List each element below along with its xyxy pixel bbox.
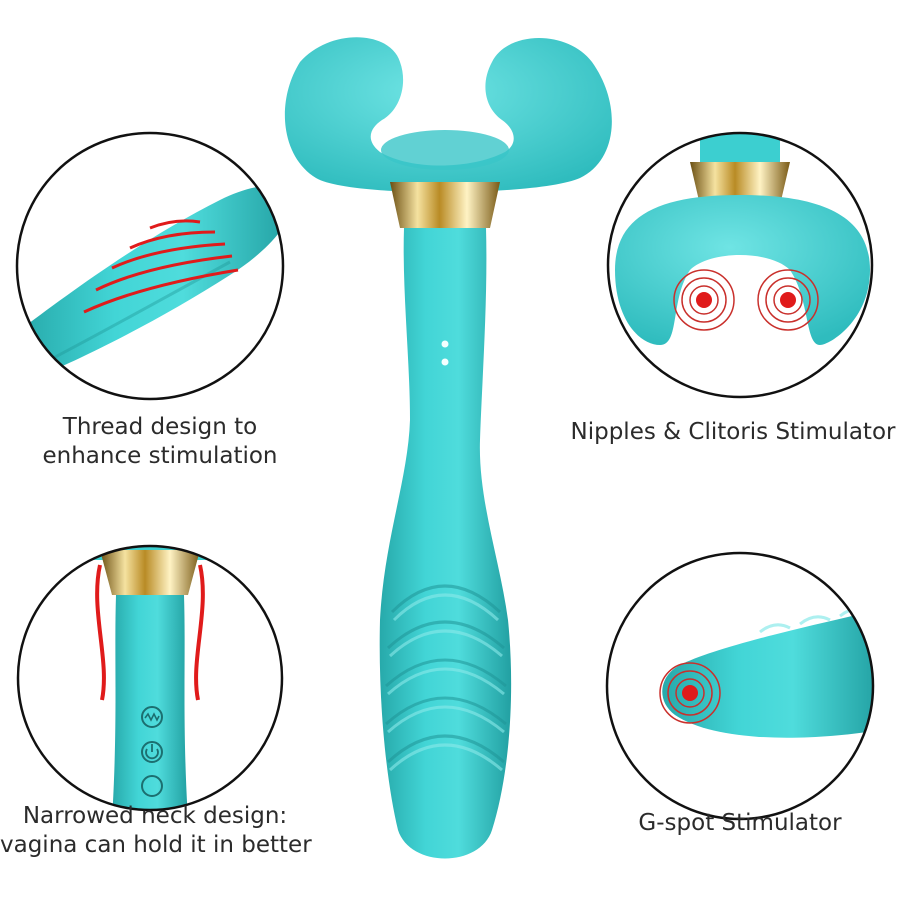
caption-neck: Narrowed neck design: vagina can hold it… (0, 802, 312, 860)
detail-circle-gspot (605, 551, 875, 821)
caption-thread-line1: Thread design to (62, 414, 258, 440)
detail-circle-neck (16, 544, 284, 812)
caption-thread: Thread design to enhance stimulation (10, 413, 310, 471)
gold-collar (390, 182, 500, 228)
caption-neck-line2: vagina can hold it in better (0, 832, 312, 858)
caption-thread-line2: enhance stimulation (42, 443, 278, 469)
gspot-target (659, 662, 721, 724)
nipple-target-right (757, 269, 819, 331)
caption-gspot: G-spot Stimulator (590, 809, 890, 838)
indicator-dot (441, 358, 449, 366)
wave-mode-icon (141, 706, 163, 728)
detail-circle-nipples (606, 131, 874, 399)
center-product (284, 37, 612, 859)
caption-nipples: Nipples & Clitoris Stimulator (566, 418, 900, 447)
power-icon (141, 741, 163, 763)
thread-ridges-red (83, 219, 239, 314)
nipple-target-left (673, 269, 735, 331)
indicator-dot (441, 340, 449, 348)
caption-gspot-line1: G-spot Stimulator (638, 810, 842, 836)
detail-circle-thread (15, 131, 285, 401)
shaft-ridges (384, 584, 507, 764)
caption-neck-line1: Narrowed neck design: (22, 803, 288, 829)
product-head (284, 37, 612, 193)
caption-nipples-line1: Nipples & Clitoris Stimulator (570, 419, 896, 445)
product-shaft (379, 228, 512, 859)
